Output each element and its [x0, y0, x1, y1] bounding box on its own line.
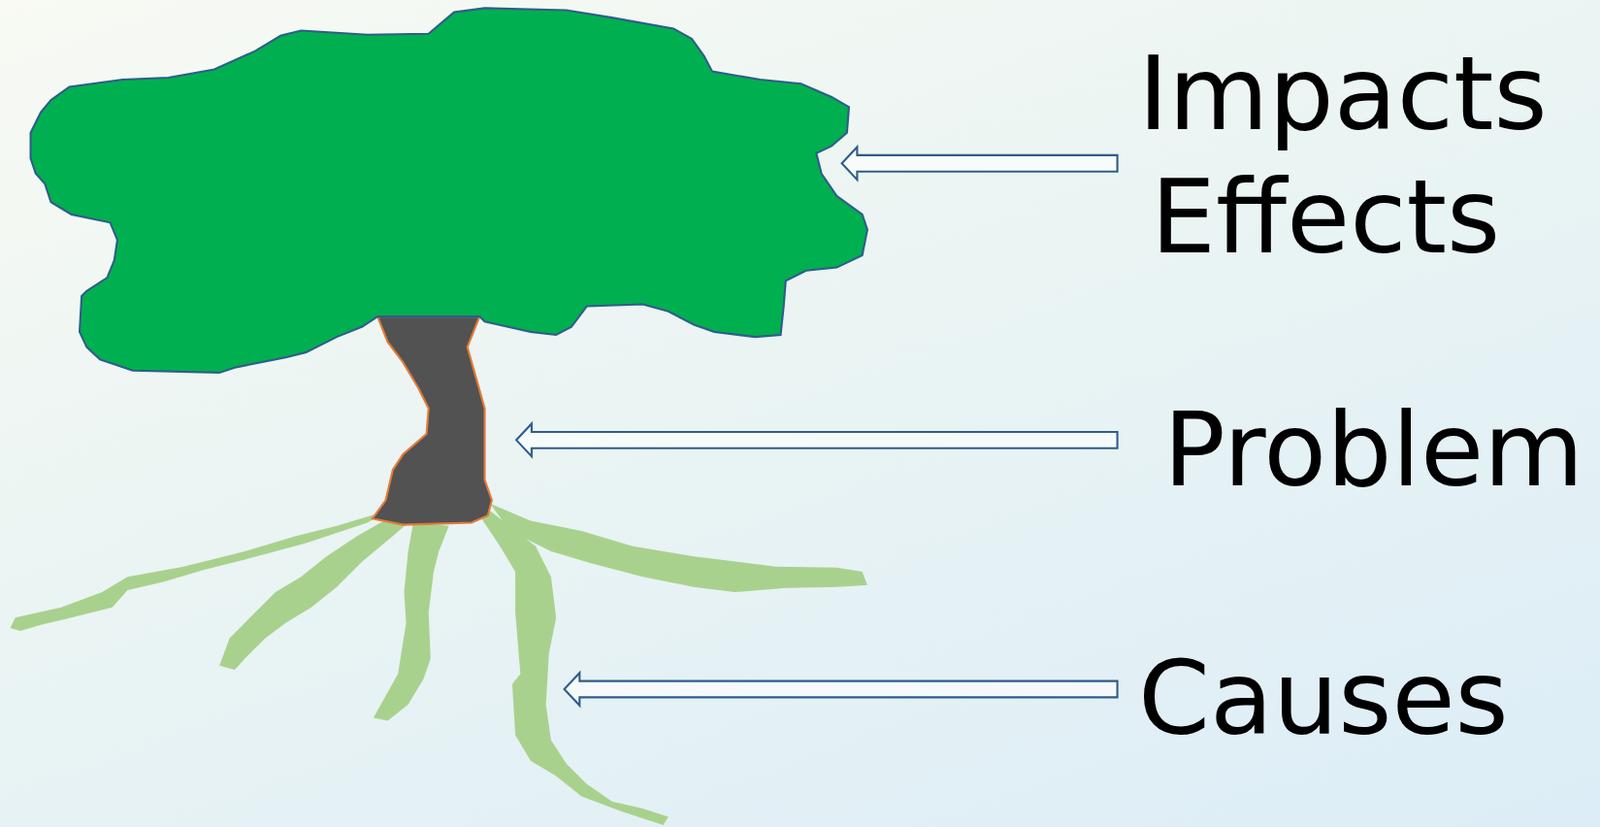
- trunk: [372, 316, 492, 525]
- root: [219, 515, 409, 670]
- hollow-arrow: [564, 672, 1118, 706]
- hollow-arrow: [842, 146, 1118, 180]
- tree-part-label: Impacts: [1138, 42, 1548, 146]
- hollow-arrow: [516, 424, 1117, 458]
- canopy: [31, 7, 868, 373]
- tree-part-label: Causes: [1138, 647, 1509, 751]
- hollow-arrows: [516, 146, 1117, 705]
- tree-part-label: Effects: [1150, 165, 1501, 269]
- root: [373, 522, 450, 721]
- tree-part-label: Problem: [1163, 398, 1584, 502]
- root: [489, 503, 868, 593]
- roots: [10, 503, 868, 825]
